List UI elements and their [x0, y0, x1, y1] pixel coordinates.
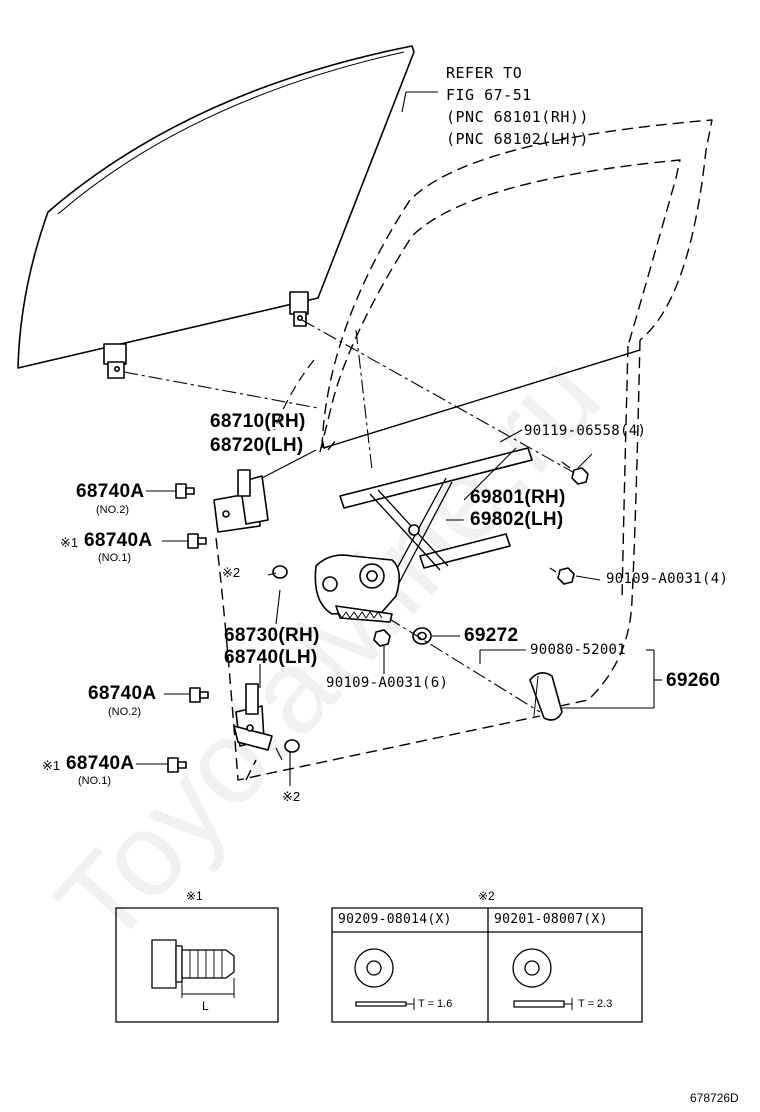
part-sub-no2-lower: (NO.2) — [108, 706, 141, 718]
part-label-68740: 68740(LH) — [224, 647, 318, 668]
part-label-69801: 69801(RH) — [470, 487, 566, 508]
legend-part-90209: 90209-08014(X) — [338, 912, 452, 927]
part-label-68710: 68710(RH) — [210, 411, 306, 432]
legend — [115, 907, 643, 1023]
part-label-90109-6: 90109-A0031(6) — [326, 675, 449, 691]
part-label-90119: 90119-06558(4) — [524, 423, 647, 439]
note2-mark-lower: ※2 — [282, 789, 301, 804]
part-label-69802: 69802(LH) — [470, 509, 564, 530]
refer-note-line2: FIG 67-51 — [446, 86, 532, 104]
part-label-69272: 69272 — [464, 625, 519, 646]
legend-part-90201: 90201-08007(X) — [494, 912, 608, 927]
legend-thickness-1: T = 1.6 — [418, 998, 453, 1010]
legend-dimension-l: L — [202, 999, 209, 1013]
part-sub-no1-lower: (NO.1) — [78, 775, 111, 787]
note1-mark-upper: ※1 — [60, 535, 79, 550]
refer-note-line3: (PNC 68101(RH)) — [446, 108, 589, 126]
legend-note2-title: ※2 — [478, 889, 495, 903]
legend-note1-title: ※1 — [186, 889, 203, 903]
window-regulator — [314, 447, 533, 623]
refer-note-line1: REFER TO — [446, 64, 523, 82]
part-label-90109-4: 90109-A0031(4) — [606, 571, 729, 587]
bolts — [167, 461, 589, 773]
door-hinge-lower — [233, 683, 273, 751]
refer-note-line4: (PNC 68102(LH)) — [446, 130, 589, 148]
note2-mark-upper: ※2 — [222, 565, 241, 580]
part-label-68720: 68720(LH) — [210, 435, 304, 456]
part-label-68740a-no2-upper: 68740A — [76, 481, 145, 502]
part-label-68740a-no1-upper: 68740A — [84, 530, 153, 551]
part-label-90080: 90080-52001 — [530, 642, 627, 658]
handle-69260 — [529, 672, 563, 721]
part-label-68730: 68730(RH) — [224, 625, 320, 646]
door-hinge-upper — [213, 469, 269, 533]
note1-mark-lower: ※1 — [42, 758, 61, 773]
part-label-68740a-no1-lower: 68740A — [66, 753, 135, 774]
figure-code: 678726D — [690, 1091, 739, 1105]
part-sub-no2-upper: (NO.2) — [96, 504, 129, 516]
part-label-68740a-no2-lower: 68740A — [88, 683, 157, 704]
legend-thickness-2: T = 2.3 — [578, 998, 613, 1010]
window-glass — [17, 45, 415, 379]
part-label-69260: 69260 — [666, 670, 721, 691]
part-sub-no1-upper: (NO.1) — [98, 552, 131, 564]
